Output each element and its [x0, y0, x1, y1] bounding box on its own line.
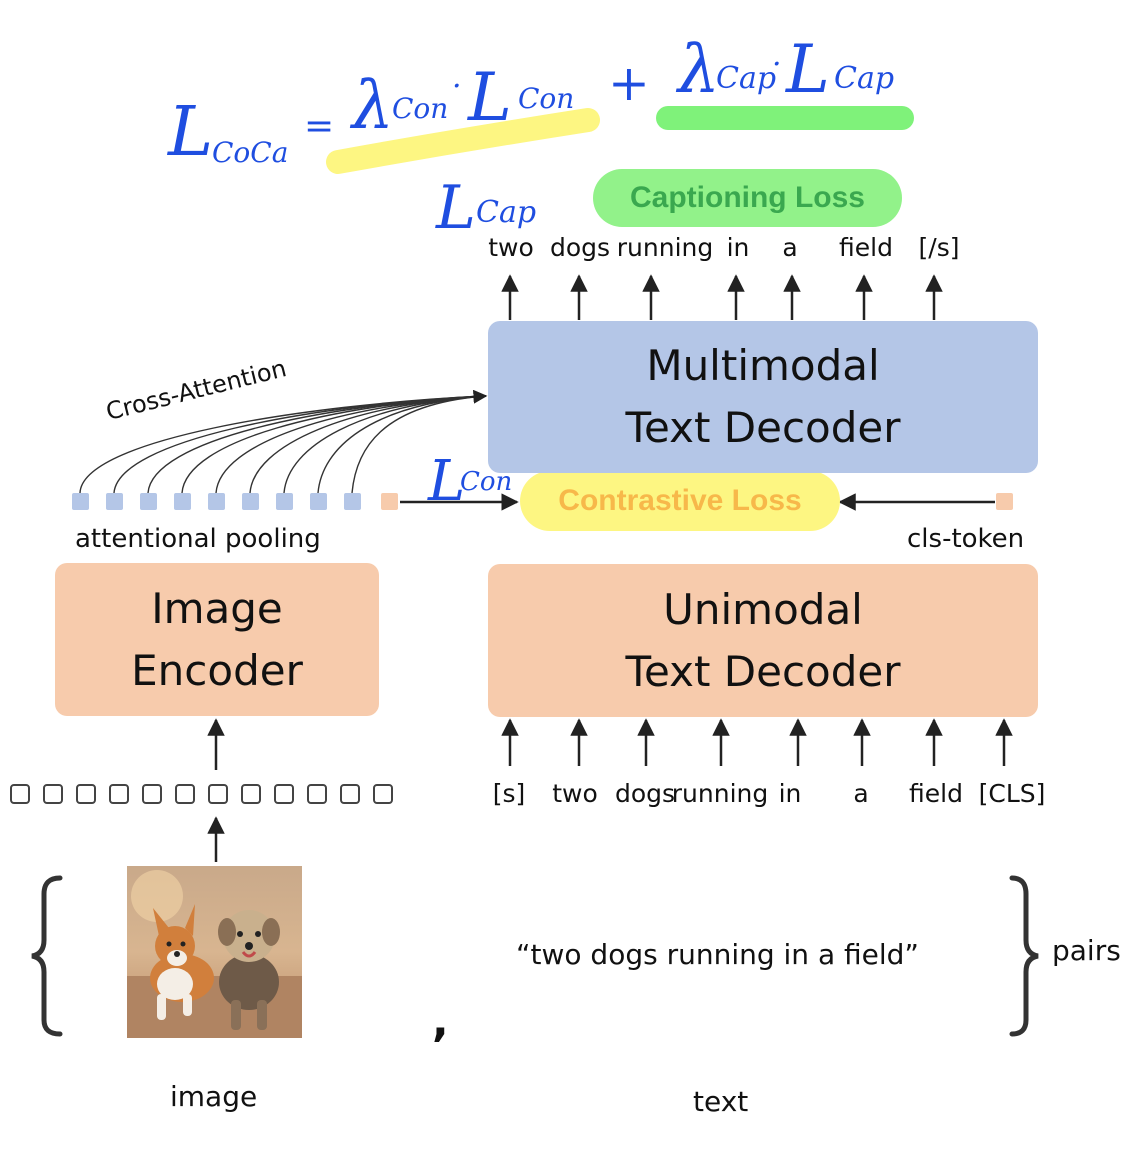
pairs-label: pairs — [1052, 934, 1121, 967]
pooled-token — [140, 493, 157, 510]
formula-plus: + — [608, 54, 650, 112]
output-token: [/s] — [918, 233, 960, 262]
right-brace — [1009, 875, 1039, 1037]
formula-term1-coef: λ — [349, 67, 394, 144]
output-token: dogs — [549, 233, 611, 262]
output-token: field — [839, 233, 893, 262]
formula-lhs: L — [166, 93, 213, 172]
formula-equals: = — [304, 106, 334, 147]
annotation-cap-symbol: L — [435, 173, 476, 243]
input-token: two — [552, 779, 598, 808]
cross-attention-arrowhead — [469, 389, 488, 404]
image-encoder-line1: Image — [151, 583, 283, 633]
formula-term1-loss-sub: Con — [518, 82, 574, 115]
caption-text: “two dogs running in a field” — [516, 938, 919, 971]
attentional-pooling-label: attentional pooling — [75, 524, 321, 554]
loss-formula: L CoCa = λ Con · L Con + λ Cap · L Cap — [166, 31, 894, 172]
output-arrows — [501, 274, 943, 320]
contrastive-loss-pill: Contrastive Loss — [520, 471, 840, 531]
image-cls-token — [381, 493, 398, 510]
image-patch — [76, 784, 96, 804]
dogs-photo — [127, 866, 302, 1038]
output-token: two — [488, 233, 534, 262]
formula-dot2: · — [772, 47, 782, 82]
image-patch — [274, 784, 294, 804]
dogs-photo-illustration — [127, 866, 302, 1038]
formula-term2-coef-sub: Cap — [716, 61, 776, 96]
image-patch — [43, 784, 63, 804]
left-brace — [31, 875, 63, 1037]
input-token: field — [909, 779, 963, 808]
cross-attention-curves — [79, 395, 485, 494]
annotation-cap-sub: Cap — [476, 195, 536, 230]
unimodal-text-decoder: Unimodal Text Decoder — [488, 564, 1038, 717]
comma: , — [432, 996, 449, 1047]
multimodal-text-decoder: Multimodal Text Decoder — [488, 321, 1038, 473]
image-patch — [340, 784, 360, 804]
image-patch — [10, 784, 30, 804]
input-token: [s] — [492, 779, 526, 808]
formula-term2-coef: λ — [675, 31, 720, 108]
text-label: text — [693, 1085, 749, 1118]
output-token: in — [726, 233, 750, 262]
multimodal-decoder-line2: Text Decoder — [625, 403, 901, 452]
image-patch — [307, 784, 327, 804]
pooled-token — [208, 493, 225, 510]
input-token: [CLS] — [978, 779, 1046, 808]
formula-dot1: · — [452, 69, 462, 104]
unimodal-decoder-line2: Text Decoder — [625, 646, 901, 696]
output-token: a — [782, 233, 798, 262]
formula-term2-loss: L — [785, 31, 830, 108]
image-label: image — [170, 1080, 258, 1113]
yellow-highlight — [326, 108, 600, 174]
captioning-loss-pill: Captioning Loss — [593, 169, 902, 227]
image-patch — [175, 784, 195, 804]
pooled-token — [242, 493, 259, 510]
input-token: a — [853, 779, 869, 808]
pooled-token — [276, 493, 293, 510]
formula-term2-loss-sub: Cap — [834, 61, 894, 96]
multimodal-decoder-line1: Multimodal — [646, 341, 880, 390]
image-encoder: Image Encoder — [55, 563, 379, 716]
pooled-token — [174, 493, 191, 510]
captioning-loss-label: Captioning Loss — [630, 181, 865, 214]
image-patch — [373, 784, 393, 804]
input-token: dogs — [614, 779, 676, 808]
input-token: running — [671, 779, 769, 808]
pooled-token — [72, 493, 89, 510]
formula-term1-loss: L — [467, 59, 512, 136]
image-patch — [208, 784, 228, 804]
image-encoder-line2: Encoder — [131, 645, 303, 695]
cls-token-label: cls-token — [907, 524, 1025, 554]
text-cls-token — [996, 493, 1013, 510]
pooled-token — [344, 493, 361, 510]
input-arrows — [501, 718, 1013, 766]
unimodal-decoder-line1: Unimodal — [663, 584, 863, 634]
input-token: in — [778, 779, 802, 808]
contrastive-loss-label: Contrastive Loss — [558, 484, 802, 517]
image-patch — [241, 784, 261, 804]
formula-term1-coef-sub: Con — [392, 92, 448, 125]
output-token: running — [616, 233, 714, 262]
pooled-token — [106, 493, 123, 510]
image-patch — [109, 784, 129, 804]
formula-lhs-sub: CoCa — [212, 136, 288, 169]
pooled-token — [310, 493, 327, 510]
image-patch — [142, 784, 162, 804]
